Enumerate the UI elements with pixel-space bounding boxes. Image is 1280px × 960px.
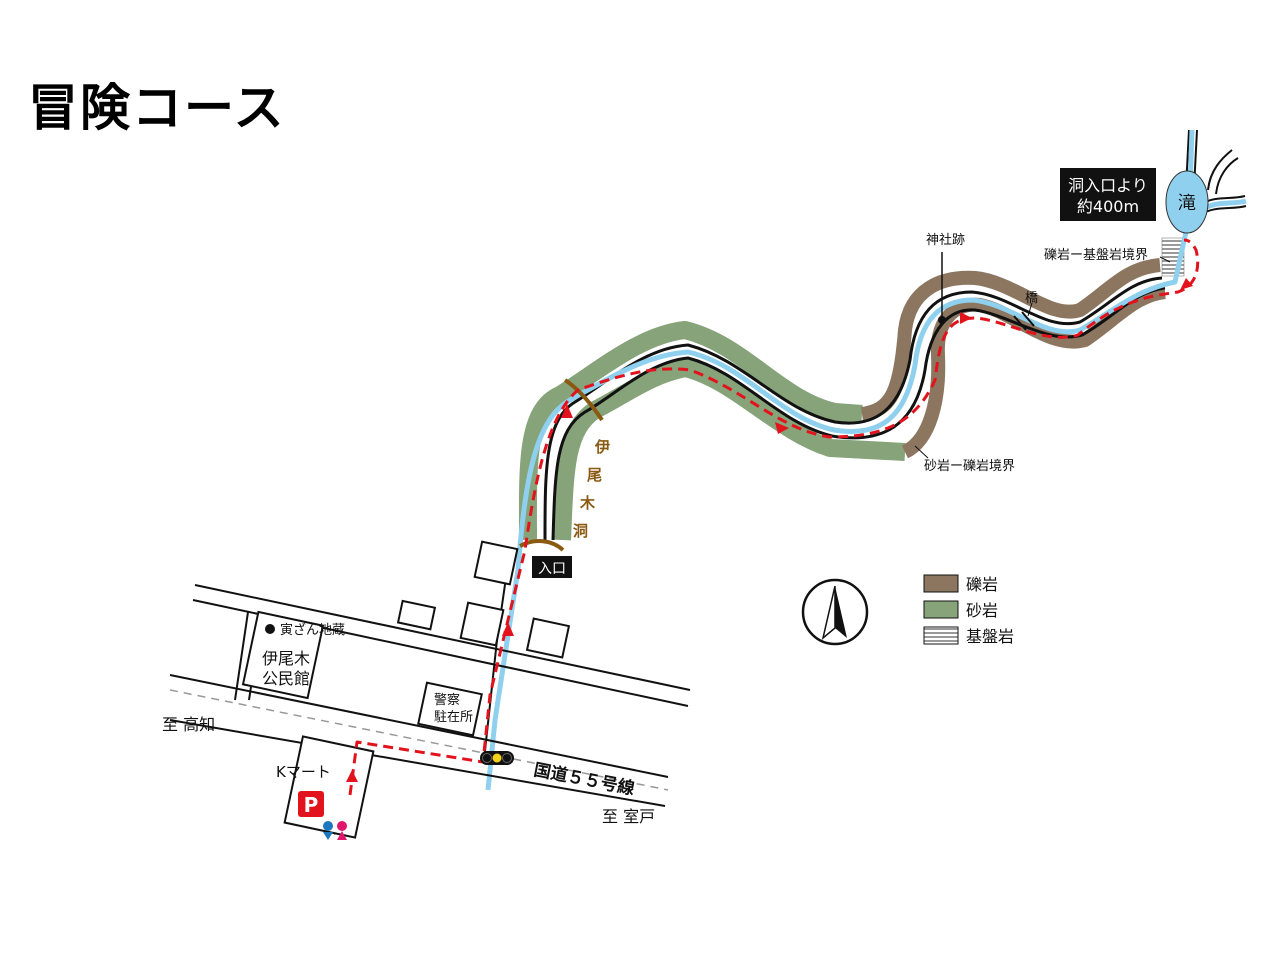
bridge-label: 橋 <box>1025 291 1038 306</box>
conglomerate-band-north <box>860 258 1161 421</box>
community-hall <box>241 610 325 700</box>
waterfall-pool <box>1165 170 1209 234</box>
page-title: 冒険コース <box>28 79 286 137</box>
to-kochi-label: 至 高知 <box>162 715 215 734</box>
boundary-label-upper: 礫岩ー基盤岩境界 <box>1044 247 1148 263</box>
police-label-1: 警察 <box>434 692 460 708</box>
sandstone-band-north <box>518 321 863 541</box>
gorge <box>518 258 1167 541</box>
legend-label-conglomerate: 礫岩 <box>966 575 998 594</box>
cave-name-char: 尾 <box>587 466 602 484</box>
traffic-light <box>480 751 514 765</box>
legend-swatch-basement <box>923 626 959 645</box>
route-arrow <box>502 622 514 636</box>
river <box>485 129 1247 791</box>
tributary-2 <box>1207 149 1239 195</box>
kmart-label: Kマート <box>276 763 331 781</box>
buildings <box>241 540 571 839</box>
adventure-route <box>346 238 1200 796</box>
compass-north-arrow-icon <box>801 578 869 646</box>
distance-line2: 約400m <box>1077 197 1139 216</box>
jizo-dot <box>265 624 275 634</box>
cave-exit-mark <box>563 378 604 422</box>
boundary-label-lower: 砂岩ー礫岩境界 <box>924 458 1015 474</box>
route-arrow <box>960 312 972 324</box>
jizo-label: 寅ざん地蔵 <box>280 622 345 638</box>
toilet-icon <box>323 821 347 840</box>
route-arrow <box>346 770 358 782</box>
sandstone-band-south <box>553 359 906 541</box>
legend-label-basement: 基盤岩 <box>966 627 1014 646</box>
shrine-ruins-label: 神社跡 <box>926 232 965 248</box>
cave-name-char: 木 <box>579 494 596 512</box>
legend: 礫岩 砂岩 基盤岩 <box>923 574 1014 646</box>
cave-entrance-mark <box>519 539 565 552</box>
legend-swatch-sandstone <box>923 600 959 619</box>
route-arrow <box>561 404 573 418</box>
parking-sign: P <box>298 791 324 817</box>
police-box <box>417 681 483 737</box>
route-arrow <box>1180 278 1193 290</box>
legend-swatch-conglomerate <box>923 574 959 593</box>
route-arrow <box>775 422 789 434</box>
distance-line1: 洞入口より <box>1068 176 1148 195</box>
police-label-2: 駐在所 <box>434 710 473 725</box>
entrance-box <box>532 556 572 578</box>
community-hall-label-2: 公民館 <box>262 669 310 688</box>
gorge-wall-north <box>543 276 1163 541</box>
community-hall-label-1: 伊尾木 <box>262 649 310 668</box>
cave-name-vertical: 伊 尾 木 洞 <box>573 438 610 540</box>
distance-box <box>1060 168 1156 221</box>
legend-label-sandstone: 砂岩 <box>966 601 998 620</box>
falls-label: 滝 <box>1178 193 1196 214</box>
route55-label: 国道５５号線 <box>532 759 636 799</box>
entrance-label: 入口 <box>538 561 566 577</box>
cave-name-char: 伊 <box>594 438 610 456</box>
parking-letter: P <box>304 793 319 817</box>
bridge <box>1013 311 1035 331</box>
cave-name-char: 洞 <box>573 522 588 540</box>
conglomerate-band-south <box>901 285 1167 459</box>
to-muroto-label: 至 室戸 <box>602 807 655 826</box>
